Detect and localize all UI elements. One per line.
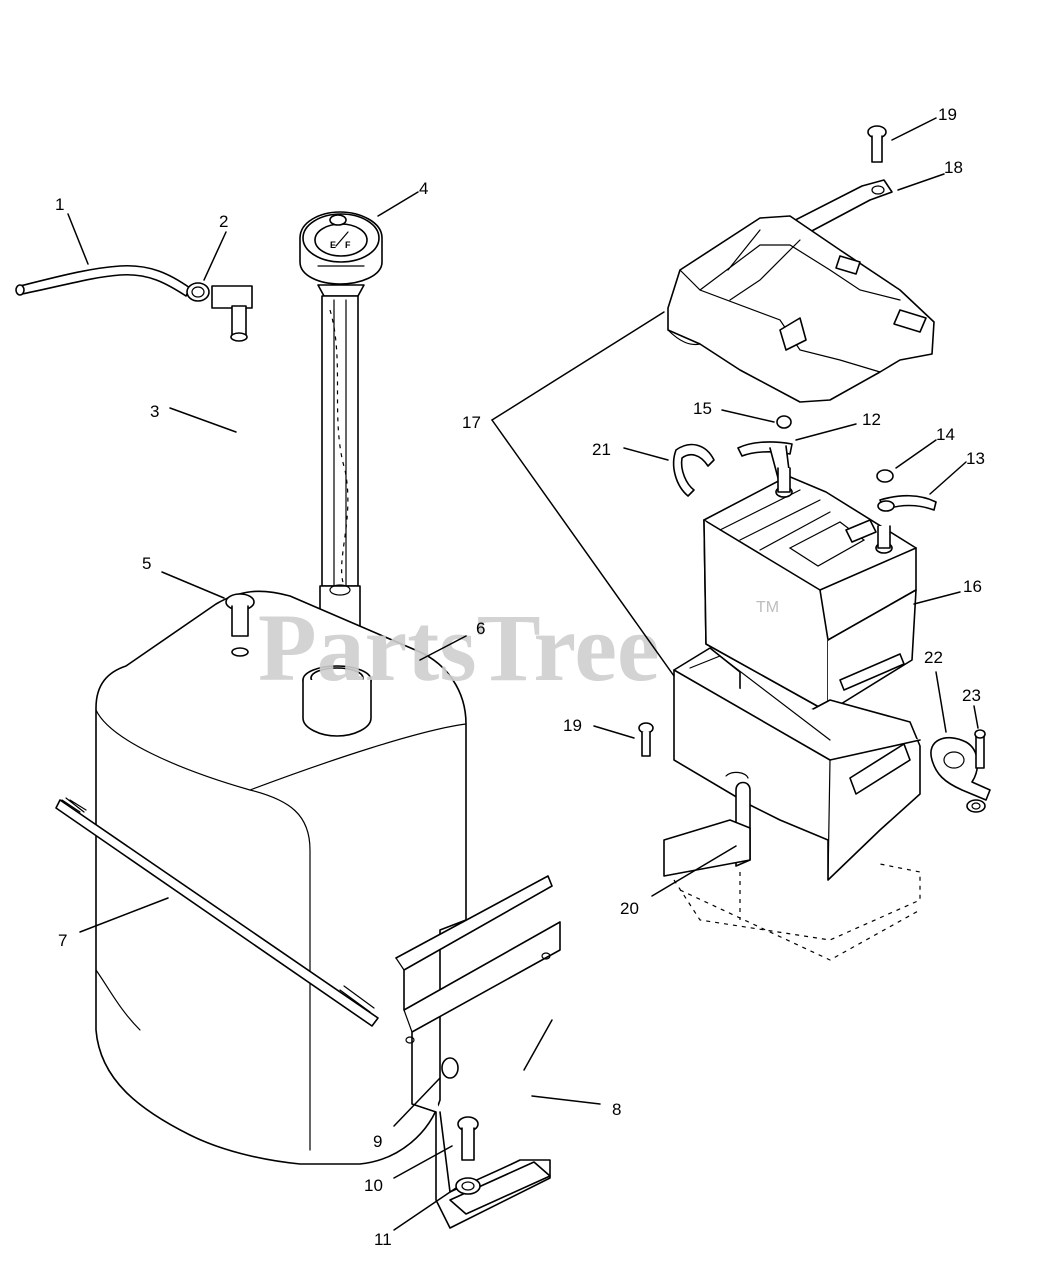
- lock-nut: [441, 1057, 459, 1079]
- fuel-tank-bolt: [225, 593, 255, 657]
- callout-13: 13: [966, 449, 985, 468]
- terminal-nut-15: [776, 415, 792, 429]
- gauge-empty-mark: E: [330, 240, 336, 250]
- tray-bolt-19: [638, 722, 654, 757]
- screw-23: [966, 729, 986, 813]
- terminal-nut-14: [876, 469, 894, 483]
- callout-3: 3: [150, 402, 159, 421]
- callout-8: 8: [612, 1100, 621, 1119]
- callout-7: 7: [58, 931, 67, 950]
- callout-2: 2: [219, 212, 228, 231]
- hose-clamp: [186, 282, 210, 302]
- negative-cable-13: [877, 494, 937, 512]
- callout-6: 6: [476, 619, 485, 638]
- battery-cover: [667, 215, 935, 403]
- callout-16: 16: [963, 577, 982, 596]
- bracket-bolt: [457, 1116, 479, 1161]
- gauge-full-mark: F: [345, 240, 351, 250]
- battery-cable-21: [672, 443, 715, 497]
- callout-4: 4: [419, 179, 428, 198]
- watermark-trademark: TM: [756, 599, 779, 616]
- callout-19-tray: 19: [563, 716, 582, 735]
- callout-11: 11: [374, 1230, 392, 1249]
- callout-5: 5: [142, 554, 151, 573]
- callout-12: 12: [862, 410, 881, 429]
- callout-19-top: 19: [938, 105, 957, 124]
- leader-lines: [67, 117, 979, 1231]
- callout-21: 21: [592, 440, 611, 459]
- callout-labels: 1 2 3 4 5 6 7 8 9 10 11 12 13 14 15 16 1…: [55, 105, 985, 1249]
- flat-washer: [449, 1161, 551, 1215]
- callout-1: 1: [55, 195, 64, 214]
- callout-20: 20: [620, 899, 639, 918]
- callout-10: 10: [364, 1176, 383, 1195]
- fuel-line: [15, 264, 191, 297]
- fuel-sender-tube: [319, 295, 361, 647]
- callout-22: 22: [924, 648, 943, 667]
- callout-17: 17: [462, 413, 481, 432]
- watermark-text: PartsTree: [258, 594, 660, 701]
- callout-14: 14: [936, 425, 955, 444]
- callout-23: 23: [962, 686, 981, 705]
- battery-tray: [663, 647, 921, 961]
- shutoff-valve: [211, 285, 253, 342]
- callout-18: 18: [944, 158, 963, 177]
- battery: [703, 467, 917, 713]
- fuel-gauge-cap: E F: [299, 211, 383, 297]
- callout-15: 15: [693, 399, 712, 418]
- callout-9: 9: [373, 1132, 382, 1151]
- tank-tie-rod: [55, 797, 379, 1027]
- hold-down-bolt-top: [867, 125, 887, 163]
